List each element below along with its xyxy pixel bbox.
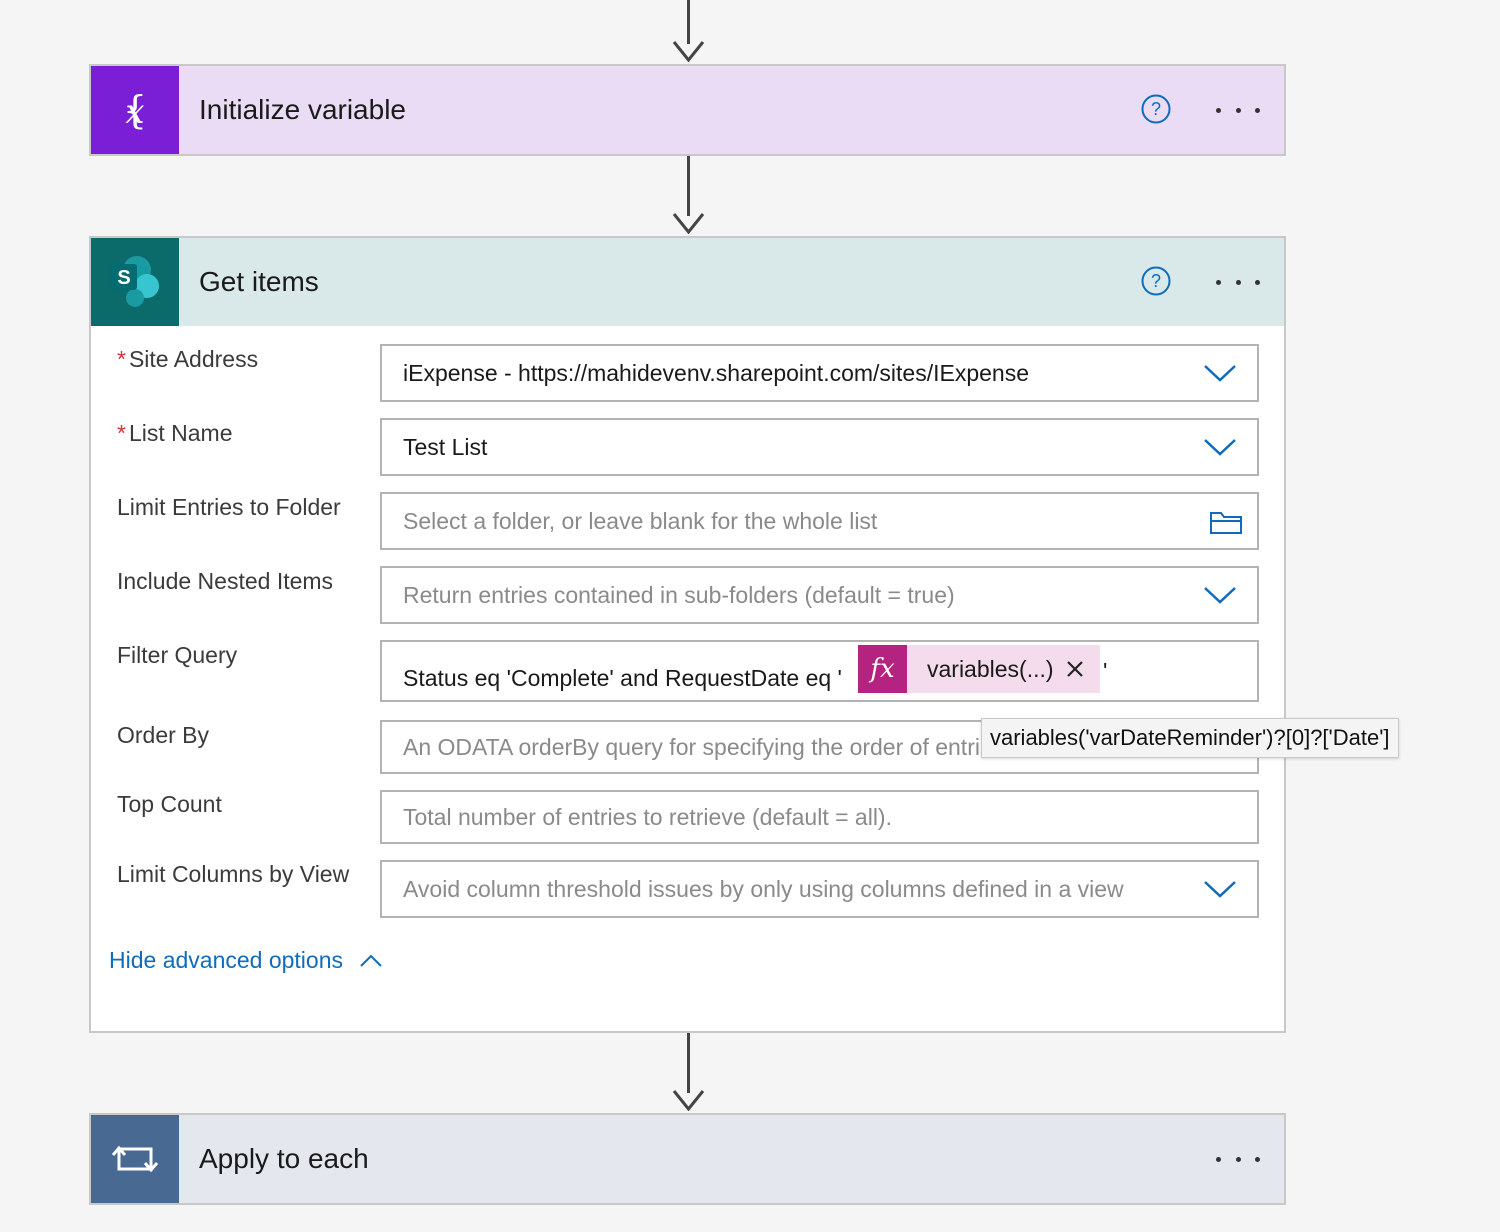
sharepoint-logo-icon: S [91,238,179,326]
nested-items-label: Include Nested Items [117,568,334,594]
chevron-down-icon[interactable] [1203,437,1237,457]
limit-folder-label: Limit Entries to Folder [117,494,341,520]
top-count-placeholder: Total number of entries to retrieve (def… [403,803,892,830]
chevron-down-icon[interactable] [1203,363,1237,383]
chevron-up-icon [360,954,382,967]
order-by-placeholder: An ODATA orderBy query for specifying th… [403,733,1011,760]
limit-folder-input[interactable]: Select a folder, or leave blank for the … [380,492,1259,550]
svg-text:?: ? [1151,271,1161,291]
folder-icon[interactable] [1209,509,1243,535]
top-count-label: Top Count [117,791,222,817]
step-title: Get items [199,266,319,297]
svg-text:x: x [125,92,144,132]
help-icon[interactable]: ? [1141,94,1171,124]
card-header[interactable]: { x Initialize variable ? [91,66,1284,154]
chevron-down-icon[interactable] [1203,585,1237,605]
step-title: Apply to each [199,1143,369,1174]
help-icon[interactable]: ? [1141,266,1171,296]
top-count-input[interactable]: Total number of entries to retrieve (def… [380,790,1259,844]
svg-text:{: { [123,88,147,132]
filter-query-label: Filter Query [117,642,238,668]
required-marker: * [117,420,126,446]
filter-query-prefix: Status eq 'Complete' and RequestDate eq … [403,665,842,691]
connector-line [687,156,690,216]
initialize-variable-card[interactable]: { x Initialize variable ? [89,64,1286,156]
arrow-down-icon [672,213,705,234]
get-items-body: *Site Address iExpense - https://mahidev… [91,326,1284,1031]
nested-items-dropdown[interactable]: Return entries contained in sub-folders … [380,566,1259,624]
expression-tooltip: variables('varDateReminder')?[0]?['Date'… [981,718,1399,758]
card-header[interactable]: S Get items ? [91,238,1284,326]
required-marker: * [117,346,126,372]
filter-query-suffix: ' [1103,658,1108,684]
filter-query-input[interactable]: Status eq 'Complete' and RequestDate eq … [380,640,1259,702]
site-address-value: iExpense - https://mahidevenv.sharepoint… [403,359,1030,386]
variable-braces-icon: { x [91,66,179,154]
loop-icon [91,1115,179,1203]
connector-line [687,0,690,44]
limit-columns-label: Limit Columns by View [117,861,350,887]
limit-columns-dropdown[interactable]: Avoid column threshold issues by only us… [380,860,1259,918]
nested-items-placeholder: Return entries contained in sub-folders … [403,581,955,608]
limit-columns-placeholder: Avoid column threshold issues by only us… [403,875,1124,902]
get-items-card[interactable]: S Get items ? *Site Address iExpense - h… [89,236,1286,1033]
order-by-label: Order By [117,722,210,748]
card-header[interactable]: Apply to each [91,1115,1284,1203]
limit-folder-placeholder: Select a folder, or leave blank for the … [403,507,878,534]
list-name-label: *List Name [117,420,233,446]
arrow-down-icon [672,1090,705,1111]
apply-to-each-card[interactable]: Apply to each [89,1113,1286,1205]
connector-line [687,1033,690,1093]
arrow-down-icon [672,41,705,62]
expression-token[interactable]: fx variables(...) [858,645,1100,693]
site-address-label: *Site Address [117,346,259,372]
list-name-dropdown[interactable]: Test List [380,418,1259,476]
svg-text:?: ? [1151,99,1161,119]
svg-text:S: S [117,267,130,289]
more-options-icon[interactable] [1216,100,1260,120]
list-name-value: Test List [403,433,488,460]
more-options-icon[interactable] [1216,1149,1260,1169]
hide-advanced-options-link[interactable]: Hide advanced options [109,947,383,974]
close-icon[interactable] [1066,660,1084,678]
expression-token-label: variables(...) [927,655,1054,682]
step-title: Initialize variable [199,94,406,125]
site-address-dropdown[interactable]: iExpense - https://mahidevenv.sharepoint… [380,344,1259,402]
fx-icon: fx [858,645,907,693]
chevron-down-icon[interactable] [1203,879,1237,899]
more-options-icon[interactable] [1216,272,1260,292]
